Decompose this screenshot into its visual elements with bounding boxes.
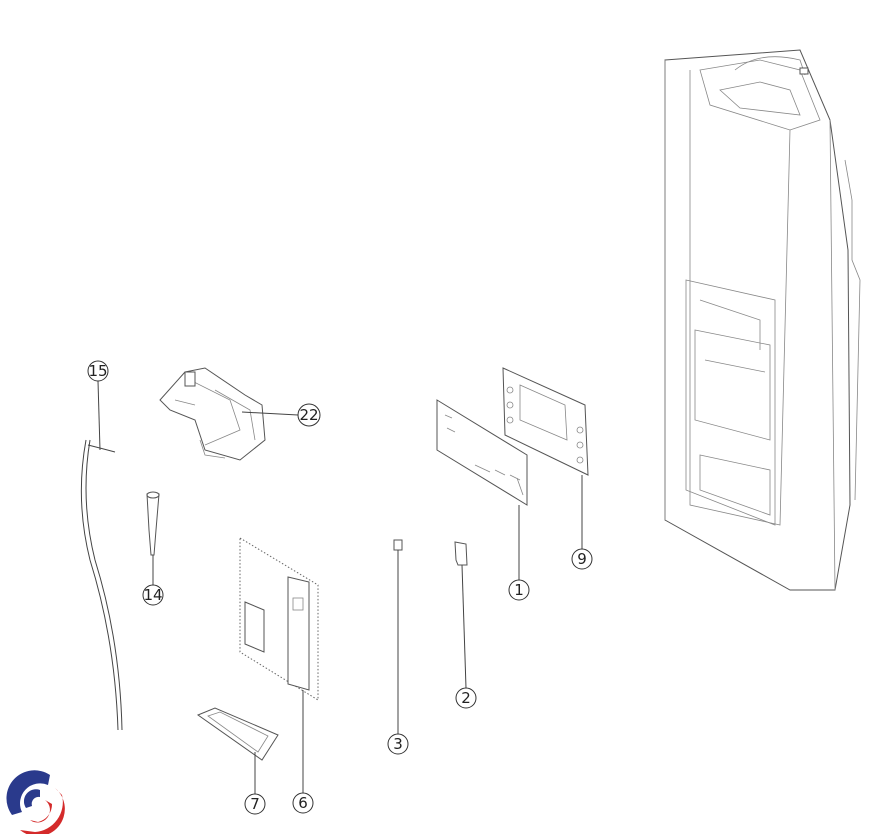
callout-1: 1 (508, 579, 530, 601)
callout-label: 14 (143, 586, 162, 604)
brand-logo (6, 770, 65, 834)
callout-label: 6 (298, 794, 308, 812)
callout-2: 2 (455, 687, 477, 709)
part-2-switch (454, 541, 468, 566)
callout-14: 14 (142, 584, 164, 606)
callout-label: 7 (250, 795, 260, 813)
part-9-display-board (502, 367, 589, 476)
callout-label: 9 (577, 550, 587, 568)
part-3-spring (393, 539, 403, 551)
part-14-nozzle (146, 491, 160, 556)
callout-label: 3 (393, 735, 403, 753)
refrigerator-door (664, 49, 861, 591)
part-6-control-panel (239, 537, 319, 701)
part-1-control-board (436, 399, 528, 506)
callout-15: 15 (87, 360, 109, 382)
part-7-drip-tray (196, 707, 279, 761)
callout-3: 3 (387, 733, 409, 755)
part-22-dispenser-bracket (159, 367, 266, 461)
callout-label: 15 (88, 362, 107, 380)
callout-label: 1 (514, 581, 524, 599)
callout-7: 7 (244, 793, 266, 815)
callout-22: 22 (297, 403, 321, 427)
callout-label: 22 (299, 406, 318, 424)
callout-9: 9 (571, 548, 593, 570)
callout-label: 2 (461, 689, 471, 707)
leader-lines (97, 380, 583, 794)
callout-6: 6 (292, 792, 314, 814)
part-15-water-tube (80, 439, 123, 731)
